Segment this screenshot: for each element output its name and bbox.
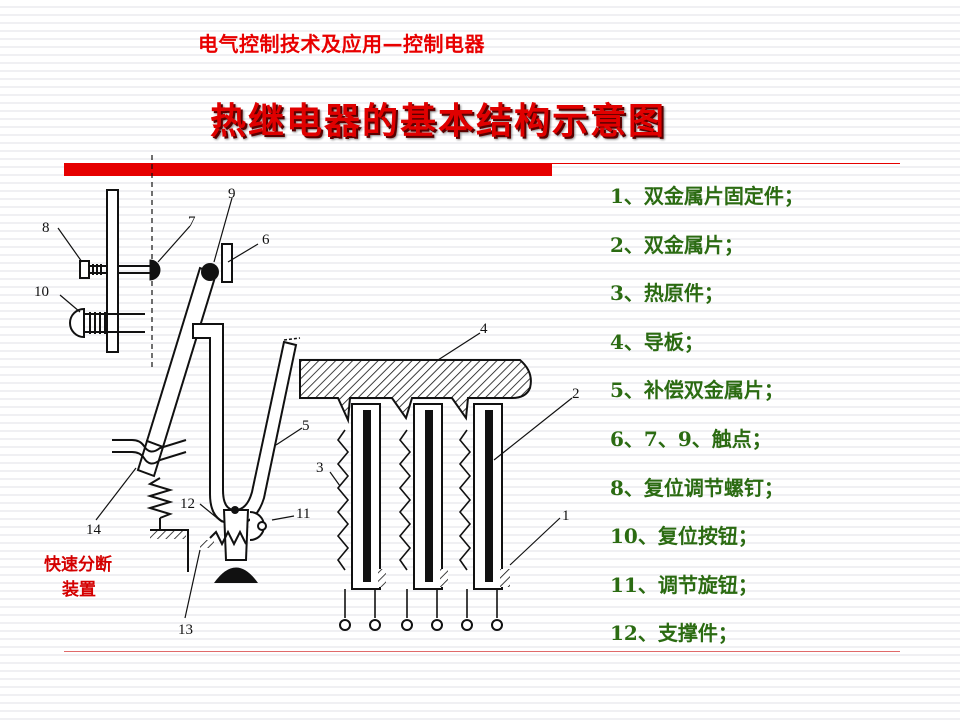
diagram-number-11: 11 [296,506,310,522]
diagram-number-9: 9 [228,186,236,202]
lever-spring [146,477,174,519]
adjusting-screw [79,260,150,279]
support-part [222,509,250,561]
diagram-number-14: 14 [86,522,102,538]
ground-bracket [150,529,189,572]
legend-item-9: 11、调节旋钮； [610,572,758,597]
fast-break-label-line1: 快速分断 [44,554,112,575]
guide-plate [299,359,532,424]
contact-lever [145,266,218,449]
diagram-number-7: 7 [188,214,196,230]
reset-plate [106,189,119,353]
bimetal-assembly-2 [398,403,448,631]
diagram-number-6: 6 [262,232,270,248]
title-red-bar [64,164,552,176]
bimetal-assembly-3 [458,403,510,631]
diagram-number-12: 12 [180,496,195,512]
lever-lower [136,439,165,478]
diagram-number-10: 10 [34,284,49,300]
legend-item-3: 3、热原件； [610,281,724,306]
diagram-number-8: 8 [42,220,50,236]
legend-list: 1、双金属片固定件； 2、双金属片； 3、热原件； 4、导板； 5、补偿双金属片… [610,178,900,664]
diagram-number-3: 3 [316,460,324,476]
leader-lines [57,197,573,619]
diagram-number-5: 5 [302,418,310,434]
legend-item-7: 8、复位调节螺钉； [610,475,784,500]
legend-item-2: 2、双金属片； [610,232,744,257]
page-title: 热继电器的基本结构示意图 [210,101,667,142]
compensation-frame [192,323,298,526]
legend-item-6: 6、7、9、触点； [610,426,772,451]
contact-7 [149,259,161,281]
bimetal-assembly-1 [336,403,386,631]
support-base [214,567,258,583]
legend-item-4: 4、导板； [610,329,704,354]
contact-6 [221,243,233,283]
diagram-number-13: 13 [178,622,193,638]
fast-break-strip-lower [112,451,187,465]
legend-item-5: 5、补偿双金属片； [610,378,784,403]
diagram-number-1: 1 [562,508,570,524]
legend-item-10: 12、支撑件； [610,621,738,646]
legend-item-8: 10、复位按钮； [610,524,758,549]
fast-break-strip [112,439,187,453]
support-spring [209,529,247,547]
legend-item-1: 1、双金属片固定件； [610,184,804,208]
bottom-divider [64,651,900,652]
diagram-number-4: 4 [480,321,488,337]
title-underline [64,163,900,164]
diagram-number-2: 2 [572,386,580,402]
contact-9 [201,263,219,281]
page-subtitle: 电气控制技术及应用—控制电器 [198,32,485,56]
fast-break-label-line2: 装置 [61,579,96,600]
